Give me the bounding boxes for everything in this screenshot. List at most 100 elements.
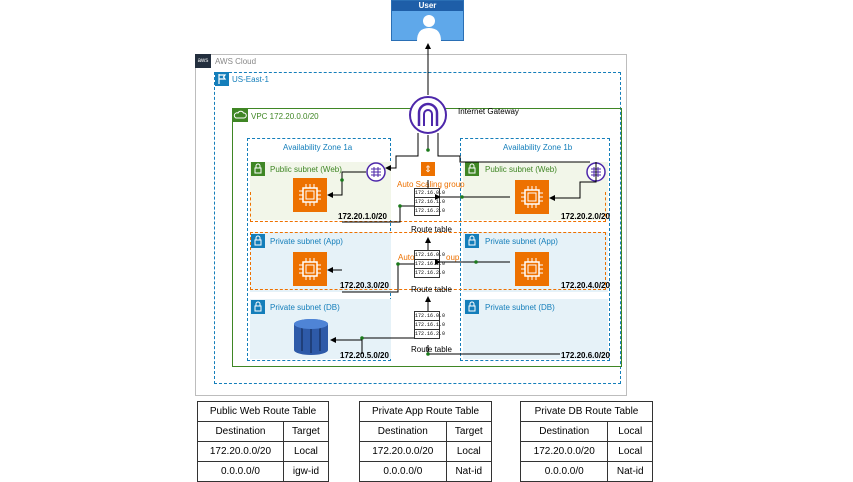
lock-icon (465, 234, 479, 248)
public-web-route-table: Public Web Route Table Destination Targe… (197, 401, 330, 482)
ec2-instance-web-a (293, 178, 327, 212)
public-subnet-web-a-cidr: 172.20.1.0/20 (338, 212, 387, 221)
user-icon (417, 15, 441, 41)
vpc-label: VPC 172.20.0.0/20 (251, 112, 319, 121)
aws-cloud-label: AWS Cloud (215, 57, 257, 66)
table-row: 0.0.0.0/0 Nat-id (359, 461, 493, 482)
table-header-row: Destination Local (519, 421, 653, 442)
route-table-row: 172.16.0.0 (415, 313, 446, 321)
route-table-row: 172.16.1.0 (415, 322, 446, 330)
table-cell: 0.0.0.0/0 (197, 461, 284, 482)
table-row: 172.20.0.0/20 Local (197, 441, 330, 462)
ec2-instance-web-b (515, 180, 549, 214)
ec2-chip-icon (521, 258, 543, 280)
user-label: User (392, 1, 463, 11)
nat-gateway-icon (366, 162, 386, 182)
table-row: 172.20.0.0/20 Local (519, 441, 653, 462)
lock-icon (251, 162, 265, 176)
private-db-route-table: Private DB Route Table Destination Local… (519, 401, 653, 482)
route-table-row: 172.16.1.0 (415, 261, 446, 269)
route-table-row: 172.16.2.0 (415, 270, 446, 276)
lock-icon (465, 300, 479, 314)
private-subnet-db-b-cidr: 172.20.6.0/20 (561, 351, 610, 360)
table-header-cell: Target (282, 421, 330, 442)
table-cell: Local (607, 441, 653, 462)
private-subnet-db-a-cidr: 172.20.5.0/20 (340, 351, 389, 360)
ec2-instance-app-b (515, 252, 549, 286)
table-cell: 0.0.0.0/0 (359, 461, 447, 482)
asg-app-label-right: oup (446, 253, 460, 262)
aws-logo: aws (195, 54, 211, 68)
table-header-cell: Target (445, 421, 493, 442)
route-table-row: 172.16.2.0 (415, 208, 446, 214)
table-row: 0.0.0.0/0 igw-id (197, 461, 330, 482)
public-subnet-web-b-label: Public subnet (Web) (485, 165, 557, 174)
igw-label: Internet Gateway (458, 107, 519, 116)
connector-rt-web-left (342, 205, 414, 223)
connector-igw-right (437, 133, 590, 163)
table-row: 172.20.0.0/20 Local (359, 441, 493, 462)
public-subnet-web-a-label: Public subnet (Web) (270, 165, 342, 174)
aws-cloud-boundary (195, 54, 627, 396)
lock-icon (251, 300, 265, 314)
table-cell: Nat-id (445, 461, 493, 482)
asg-app-label-left: Auto (398, 253, 415, 262)
table-row: 0.0.0.0/0 Nat-id (519, 461, 653, 482)
ec2-instance-app-a (293, 252, 327, 286)
internet-gateway-icon (409, 96, 447, 134)
private-subnet-db-b-label: Private subnet (DB) (485, 303, 555, 312)
az-1b-boundary (460, 138, 610, 361)
connector-rt-app-left (342, 263, 414, 293)
ec2-chip-icon (299, 184, 321, 206)
table-cell: 172.20.0.0/20 (197, 441, 284, 462)
private-app-route-table: Private App Route Table Destination Targ… (359, 401, 493, 482)
table-header-cell: Local (607, 421, 653, 442)
table-header-cell: Destination (359, 421, 447, 442)
route-table-row: 172.16.0.0 (415, 190, 446, 198)
table-header-row: Destination Target (197, 421, 330, 442)
table-cell: 172.20.0.0/20 (359, 441, 447, 462)
table-cell: Local (445, 441, 493, 462)
route-table-db-label: Route table (411, 345, 452, 354)
table-cell: Local (282, 441, 330, 462)
route-table-row: 172.16.1.0 (415, 199, 446, 207)
user-node: User (391, 0, 464, 41)
public-subnet-web-b-cidr: 172.20.2.0/20 (561, 212, 610, 221)
az-1b-label: Availability Zone 1b (503, 143, 573, 152)
table-title: Public Web Route Table (197, 401, 329, 422)
route-table-app-label: Route table (411, 285, 452, 294)
table-header-row: Destination Target (359, 421, 493, 442)
ec2-chip-icon (521, 186, 543, 208)
connector-nat-a-ec2 (327, 171, 366, 198)
private-subnet-db-a-label: Private subnet (DB) (270, 303, 340, 312)
connector-igw-left (385, 133, 419, 171)
lock-icon (465, 162, 479, 176)
vpc-cloud-icon (232, 108, 248, 122)
route-table-db: 172.16.0.0 172.16.1.0 172.16.2.0 (414, 311, 446, 339)
table-cell: 0.0.0.0/0 (519, 461, 609, 482)
table-title: Private DB Route Table (520, 401, 653, 422)
connector-db-bottom (427, 345, 560, 355)
asg-web-boundary (250, 192, 606, 222)
private-subnet-app-b-label: Private subnet (App) (485, 237, 558, 246)
region-flag-icon (215, 72, 229, 86)
asg-web-icon: ⇕ (421, 162, 435, 176)
table-cell: 172.20.0.0/20 (519, 441, 609, 462)
route-table-row: 172.16.2.0 (415, 331, 446, 337)
rds-database-icon (294, 319, 328, 355)
table-cell: Nat-id (607, 461, 653, 482)
region-boundary (214, 72, 621, 384)
route-table-web: 172.16.0.0 172.16.1.0 172.16.2.0 (414, 188, 446, 216)
route-table-web-label: Route table (411, 225, 452, 234)
lock-icon (251, 234, 265, 248)
connector-nat-b (549, 162, 597, 201)
asg-web-label: Auto Scaling group (397, 180, 465, 189)
ec2-chip-icon (299, 258, 321, 280)
region-label: US-East-1 (232, 75, 269, 84)
private-subnet-app-a-cidr: 172.20.3.0/20 (340, 281, 389, 290)
route-table-row: 172.16.0.0 (415, 252, 446, 260)
private-subnet-app-b-cidr: 172.20.4.0/20 (561, 281, 610, 290)
private-subnet-app-a-label: Private subnet (App) (270, 237, 343, 246)
table-header-cell: Destination (197, 421, 284, 442)
